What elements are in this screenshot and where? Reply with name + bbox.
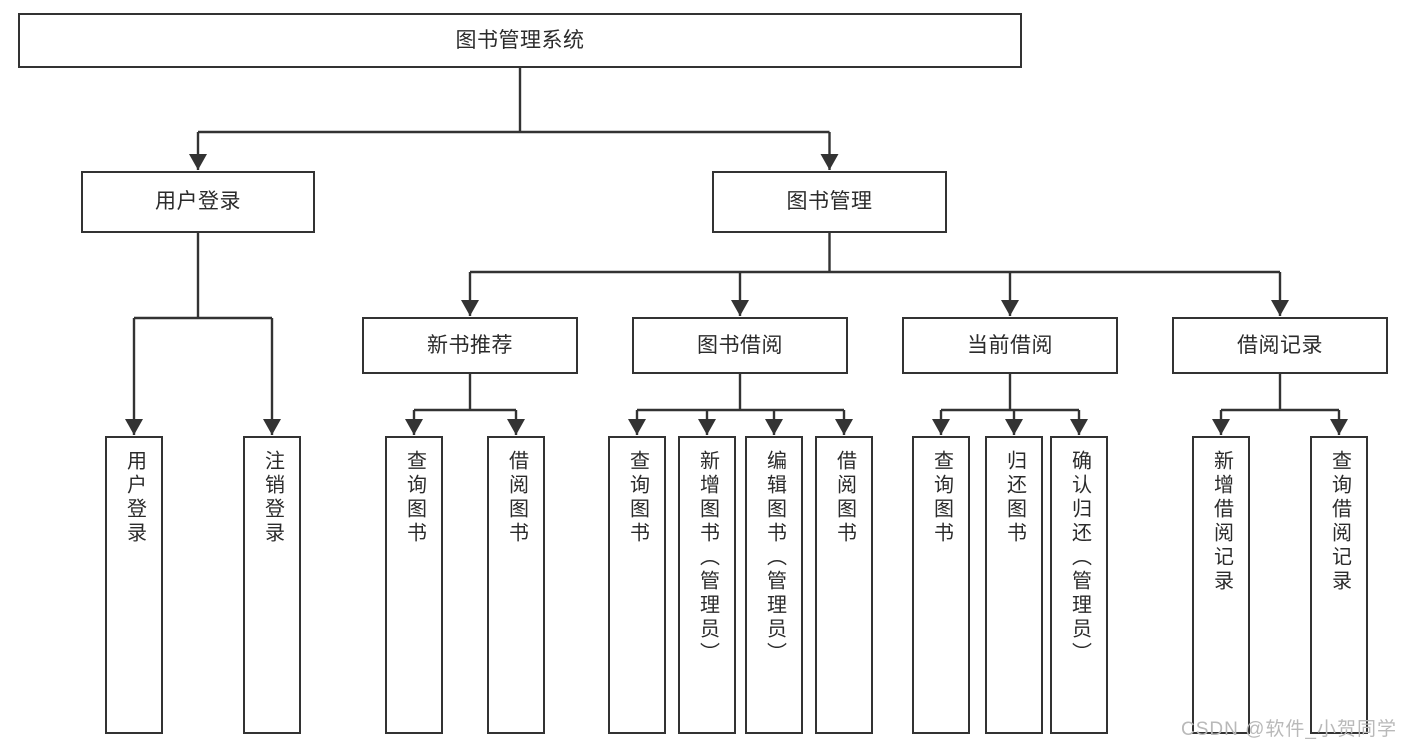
connector-arrowhead (125, 419, 143, 435)
node-new-book-recommend[interactable]: 新书推荐 (362, 317, 578, 374)
connector-arrowhead (1001, 300, 1019, 316)
connector-arrowhead (1070, 419, 1088, 435)
node-leaf-confirm-return[interactable]: 确认归还（管理员） (1050, 436, 1108, 734)
connector-arrowhead (698, 419, 716, 435)
node-leaf-edit-book[interactable]: 编辑图书（管理员） (745, 436, 803, 734)
node-leaf-borrow-book-bb[interactable]: 借阅图书 (815, 436, 873, 734)
node-label: 归还图书 (1003, 450, 1026, 546)
connector-arrowhead (405, 419, 423, 435)
node-label: 查询图书 (403, 450, 426, 546)
connector-arrowhead (1330, 419, 1348, 435)
connector-arrowhead (1212, 419, 1230, 435)
connector-arrowhead (1271, 300, 1289, 316)
node-borrow-records[interactable]: 借阅记录 (1172, 317, 1388, 374)
node-leaf-user-login[interactable]: 用户登录 (105, 436, 163, 734)
node-label: 新书推荐 (427, 333, 513, 357)
node-label: 查询借阅记录 (1328, 450, 1351, 594)
node-label: 注销登录 (261, 450, 284, 546)
node-leaf-query-book-bb[interactable]: 查询图书 (608, 436, 666, 734)
node-label: 用户登录 (123, 450, 146, 546)
node-leaf-borrow-book-rec[interactable]: 借阅图书 (487, 436, 545, 734)
node-leaf-logout[interactable]: 注销登录 (243, 436, 301, 734)
connector-arrowhead (507, 419, 525, 435)
node-label: 图书借阅 (697, 333, 783, 357)
node-leaf-query-book-cb[interactable]: 查询图书 (912, 436, 970, 734)
node-user-login[interactable]: 用户登录 (81, 171, 315, 233)
node-leaf-return-book[interactable]: 归还图书 (985, 436, 1043, 734)
node-label: 借阅记录 (1237, 333, 1323, 357)
connector-arrowhead (461, 300, 479, 316)
connector-arrowhead (628, 419, 646, 435)
connector-arrowhead (835, 419, 853, 435)
connector-arrowhead (820, 154, 839, 170)
node-label: 借阅图书 (833, 450, 856, 546)
node-label: 用户登录 (155, 190, 241, 214)
node-label: 当前借阅 (967, 333, 1053, 357)
node-label: 确认归还（管理员） (1068, 450, 1091, 666)
node-label: 查询图书 (930, 450, 953, 546)
node-label: 查询图书 (626, 450, 649, 546)
node-leaf-add-record[interactable]: 新增借阅记录 (1192, 436, 1250, 734)
node-label: 图书管理系统 (455, 28, 585, 52)
node-book-borrow[interactable]: 图书借阅 (632, 317, 848, 374)
connector-arrowhead (765, 419, 783, 435)
node-leaf-query-record[interactable]: 查询借阅记录 (1310, 436, 1368, 734)
connector-arrowhead (1005, 419, 1023, 435)
connector-arrowhead (731, 300, 749, 316)
node-book-management[interactable]: 图书管理 (712, 171, 947, 233)
connector-arrowhead (932, 419, 950, 435)
node-leaf-query-book-rec[interactable]: 查询图书 (385, 436, 443, 734)
node-current-borrow[interactable]: 当前借阅 (902, 317, 1118, 374)
node-label: 新增借阅记录 (1210, 450, 1233, 594)
node-root[interactable]: 图书管理系统 (18, 13, 1022, 68)
node-label: 借阅图书 (505, 450, 528, 546)
node-label: 编辑图书（管理员） (763, 450, 786, 666)
connector-arrowhead (263, 419, 281, 435)
watermark-text: CSDN @软件_小贺同学 (1181, 719, 1397, 740)
node-leaf-add-book[interactable]: 新增图书（管理员） (678, 436, 736, 734)
node-label: 图书管理 (786, 190, 873, 214)
connector-arrowhead (189, 154, 207, 170)
node-label: 新增图书（管理员） (696, 450, 719, 666)
